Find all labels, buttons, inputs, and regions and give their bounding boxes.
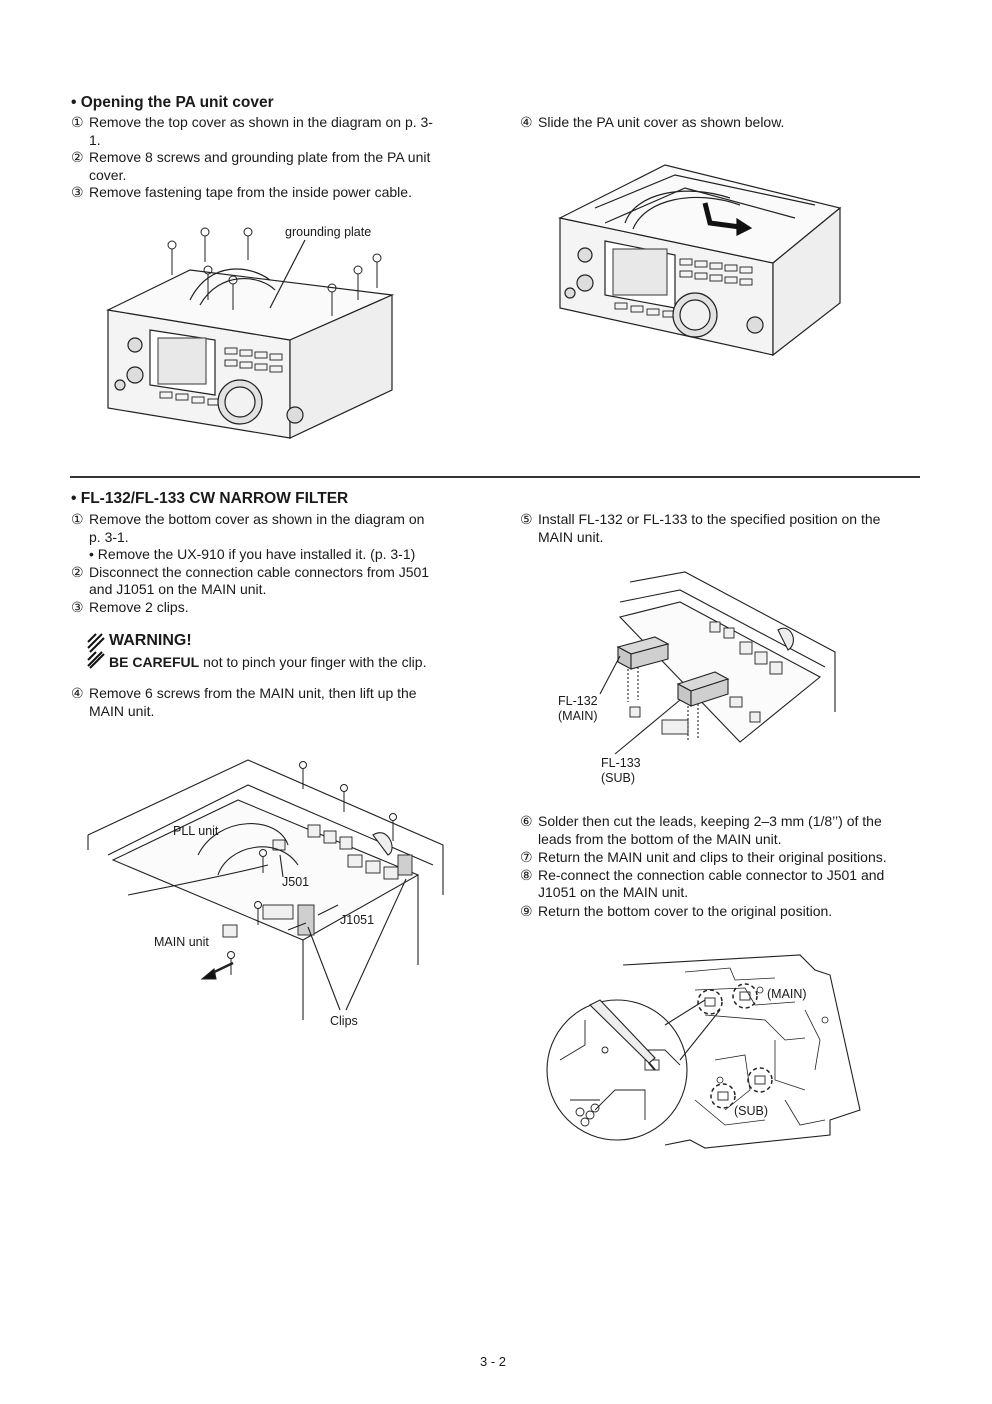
section-heading-cw-filter: • FL-132/FL-133 CW NARROW FILTER [71,490,349,507]
pa-cover-steps: ① Remove the top cover as shown in the di… [71,114,469,202]
step-text: Remove 2 clips. [89,598,189,615]
step-number: ① [71,511,84,527]
step-continuation: cover. [89,166,127,183]
step-text: Remove fastening tape from the inside po… [89,184,412,200]
cw-filter-steps: ① Remove the bottom cover as shown in the… [71,511,469,616]
step-continuation: leads from the bottom of the MAIN unit. [538,830,782,847]
step-9: ⑨ Return the bottom cover to the original… [520,903,918,921]
step-2: ② Disconnect the connection cable connect… [71,564,469,582]
step-4-slide: ④ Slide the PA unit cover as shown below. [520,114,920,132]
step-text: Solder then cut the leads, keeping 2–3 m… [538,813,882,829]
section-divider [70,476,920,478]
step-3: ③ Remove fastening tape from the inside p… [71,184,469,202]
step-number: ③ [71,184,84,200]
step-text: Remove the top cover as shown in the dia… [89,114,433,130]
section-heading-pa-cover: • Opening the PA unit cover [71,94,274,111]
label-sub: (SUB) [734,1104,769,1118]
step-note-ux910: • Remove the UX-910 if you have installe… [89,546,416,562]
step-number: ④ [71,685,84,701]
step-5: ⑤ Install FL-132 or FL-133 to the specifi… [520,511,918,529]
step-text: Return the bottom cover to the original … [538,902,833,919]
step-number: ② [71,563,84,580]
warning-title: WARNING! [109,632,192,649]
step-number: ⑦ [520,849,533,865]
label-fl133: FL-133 [601,756,641,770]
step-number: ⑧ [520,866,533,883]
step-2: ② Remove 8 screws and grounding plate fro… [71,149,469,167]
step-number: ⑥ [520,813,533,829]
label-j1051: J1051 [340,913,375,927]
label-clips: Clips [330,1014,358,1028]
step-text: Remove the bottom cover as shown in the … [89,511,425,527]
step-4: ④ Remove 6 screws from the MAIN unit, the… [71,685,469,703]
warning-rest: not to pinch your finger with the clip. [199,654,427,670]
warning-hatch-icon [87,633,105,669]
label-fl132-main: (MAIN) [558,709,598,723]
warning-emphasis: BE CAREFUL [109,654,200,670]
step-text: Remove 8 screws and grounding plate from… [89,149,431,165]
step-8: ⑧ Re-connect the connection cable connect… [520,867,918,885]
step-7: ⑦ Return the MAIN unit and clips to their… [520,849,918,867]
cw-filter-step-4: ④ Remove 6 screws from the MAIN unit, the… [71,685,469,720]
step-number: ① [71,114,84,130]
step-6: ⑥ Solder then cut the leads, keeping 2–3 … [520,813,918,831]
step-continuation: MAIN unit. [538,528,604,545]
soldering-board-illustration [546,954,861,1149]
step-1: ① Remove the top cover as shown in the di… [71,114,469,132]
step-text: Remove 6 screws from the MAIN unit, then… [89,685,417,701]
cw-filter-steps-6-9: ⑥ Solder then cut the leads, keeping 2–3 … [520,813,918,920]
label-fl132: FL-132 [558,694,598,708]
step-continuation: MAIN unit. [89,702,155,719]
step-text: Return the MAIN unit and clips to their … [538,849,887,865]
step-continuation: J1051 on the MAIN unit. [538,884,689,900]
label-pll-unit: PLL unit [173,824,219,838]
main-unit-lift-illustration [87,759,444,1020]
step-number: ② [71,149,84,165]
page-number: 3 - 2 [480,1354,507,1369]
step-1: ① Remove the bottom cover as shown in the… [71,511,469,529]
warning-text: BE CAREFUL not to pinch your finger with… [109,654,426,670]
cw-filter-step-5: ⑤ Install FL-132 or FL-133 to the specifi… [520,511,918,546]
step-number: ④ [520,114,533,130]
filter-install-illustration [599,571,836,755]
step-3: ③ Remove 2 clips. [71,599,469,617]
step-number: ⑤ [520,511,533,527]
label-fl133-sub: (SUB) [601,771,636,785]
step-number: ③ [71,598,84,615]
step-continuation: p. 3-1. [89,528,129,545]
step-continuation: and J1051 on the MAIN unit. [89,581,267,597]
step-continuation: 1. [89,131,101,148]
radio-slide-cover-illustration [558,164,842,357]
step-text: Disconnect the connection cable connecto… [89,563,430,580]
step-text: Install FL-132 or FL-133 to the specifie… [538,511,881,527]
step-text: Slide the PA unit cover as shown below. [538,114,785,130]
label-j501: J501 [282,875,310,889]
radio-screws-illustration [106,227,395,439]
step-text: Re-connect the connection cable connecto… [538,866,885,883]
step-number: ⑨ [520,902,533,919]
label-main-unit: MAIN unit [154,935,209,949]
label-grounding-plate: grounding plate [285,225,372,239]
label-main: (MAIN) [767,987,807,1001]
